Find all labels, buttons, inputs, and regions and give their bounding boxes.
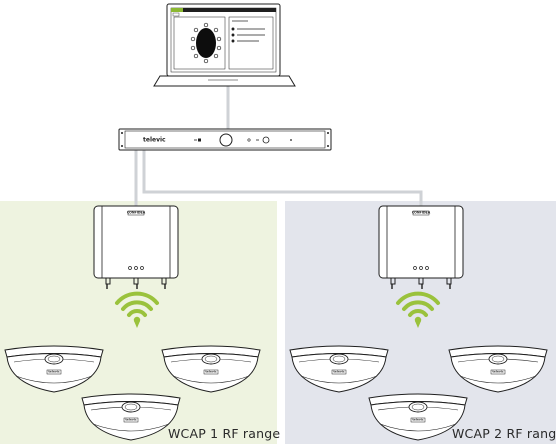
unit-brand-label: televic [333, 370, 345, 374]
ap-2-brand-label: CONFIDEA [412, 211, 431, 215]
unit-brand-label: televic [48, 370, 60, 374]
conference-unit: televic [448, 345, 548, 393]
ap-1-brand-label: CONFIDEA [127, 211, 146, 215]
rack-brand-label: televic [143, 137, 166, 144]
wcap-1-access-point [93, 205, 179, 290]
zone-2-label: WCAP 2 RF range [452, 426, 556, 441]
conference-unit: televic [81, 393, 181, 441]
zone-1-label: WCAP 1 RF range [168, 426, 281, 441]
unit-brand-label: televic [412, 418, 424, 422]
conference-unit: televic [161, 345, 261, 393]
wcap-2-access-point [378, 205, 464, 290]
unit-brand-label: televic [205, 370, 217, 374]
screen-header-bar [171, 8, 183, 12]
conference-unit: televic [368, 393, 468, 441]
unit-brand-label: televic [125, 418, 137, 422]
conference-unit: televic [4, 345, 104, 393]
laptop [153, 3, 296, 87]
central-unit: televic [118, 128, 332, 151]
conference-unit: televic [289, 345, 389, 393]
conference-table-icon [196, 28, 216, 58]
unit-brand-label: televic [492, 370, 504, 374]
